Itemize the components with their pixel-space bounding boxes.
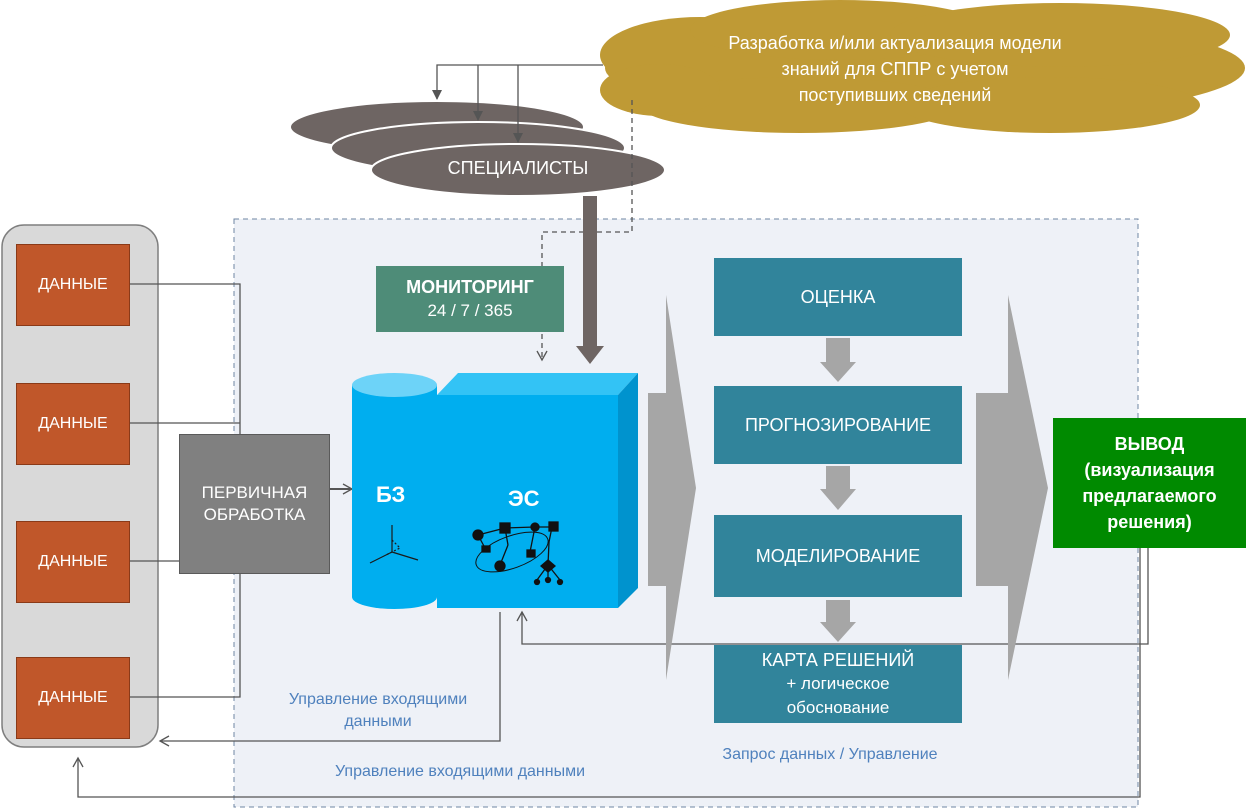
flow-arrow-right [976,295,1048,680]
decision-map-line-1: КАРТА РЕШЕНИЙ [761,650,915,670]
caption-incoming-outer: Управление входящими данными [334,763,586,780]
cloud-line-3: поступивших сведений [798,85,992,105]
data-to-processing-lines [129,283,241,698]
cloud-text: Разработка и/или актуализация модели зна… [660,30,1130,108]
data-source-3[interactable]: ДАННЫЕ [16,521,130,603]
output-line-4: решения) [1107,512,1192,532]
kb-cylinder [352,373,437,609]
output-box[interactable]: ВЫВОД (визуализация предлагаемого решени… [1053,418,1246,548]
processing-line-1: ПЕРВИЧНАЯ [201,483,308,502]
output-to-es-line [516,548,1149,645]
step-assessment[interactable]: ОЦЕНКА [714,258,962,336]
monitoring-title: МОНИТОРИНГ [406,277,534,297]
primary-processing-box[interactable]: ПЕРВИЧНАЯ ОБРАБОТКА [179,434,330,574]
cloud-shape [600,0,1245,133]
step-arrows [820,338,856,642]
cloud-dashed-link [536,100,633,362]
data-source-4[interactable]: ДАННЫЕ [16,657,130,739]
output-line-2: (визуализация [1084,460,1215,480]
caption-incoming-inner-line-2: данными [344,713,412,730]
caption-incoming-inner: Управление входящими данными [258,689,498,733]
specialists-arrow [576,196,604,364]
decision-map-line-2: + логическое [786,674,890,693]
step-modeling[interactable]: МОДЕЛИРОВАНИЕ [714,515,962,597]
step-forecasting[interactable]: ПРОГНОЗИРОВАНИЕ [714,386,962,464]
monitoring-box[interactable]: МОНИТОРИНГ 24 / 7 / 365 [376,266,564,332]
specialists-label: СПЕЦИАЛИСТЫ [447,158,589,178]
caption-request: Запрос данных / Управление [722,746,938,763]
es-control-line [158,612,501,747]
specialists-ellipse-front [370,143,666,197]
cloud-to-specialists-lines [432,64,603,143]
es-label: ЭС [508,486,540,511]
outer-control-line [72,548,1141,798]
processing-line-2: ОБРАБОТКА [203,505,306,524]
kb-label: БЗ [376,482,406,507]
sources-panel [1,224,159,748]
step-decision-map[interactable]: КАРТА РЕШЕНИЙ + логическое обоснование [714,645,962,723]
es-cube [437,373,638,608]
cloud-line-2: знаний для СППР с учетом [781,59,1009,79]
monitoring-subtitle: 24 / 7 / 365 [427,301,513,320]
caption-incoming-inner-line-1: Управление входящими [288,691,468,708]
network-icon [472,521,564,586]
data-source-1[interactable]: ДАННЫЕ [16,244,130,326]
cloud-line-1: Разработка и/или актуализация модели [728,33,1062,53]
output-line-3: предлагаемого [1082,486,1217,506]
decision-map-line-3: обоснование [786,698,890,717]
flow-arrow-left [648,295,696,680]
output-line-1: ВЫВОД [1114,434,1185,454]
axis-icon [369,525,419,564]
data-source-2[interactable]: ДАННЫЕ [16,383,130,465]
